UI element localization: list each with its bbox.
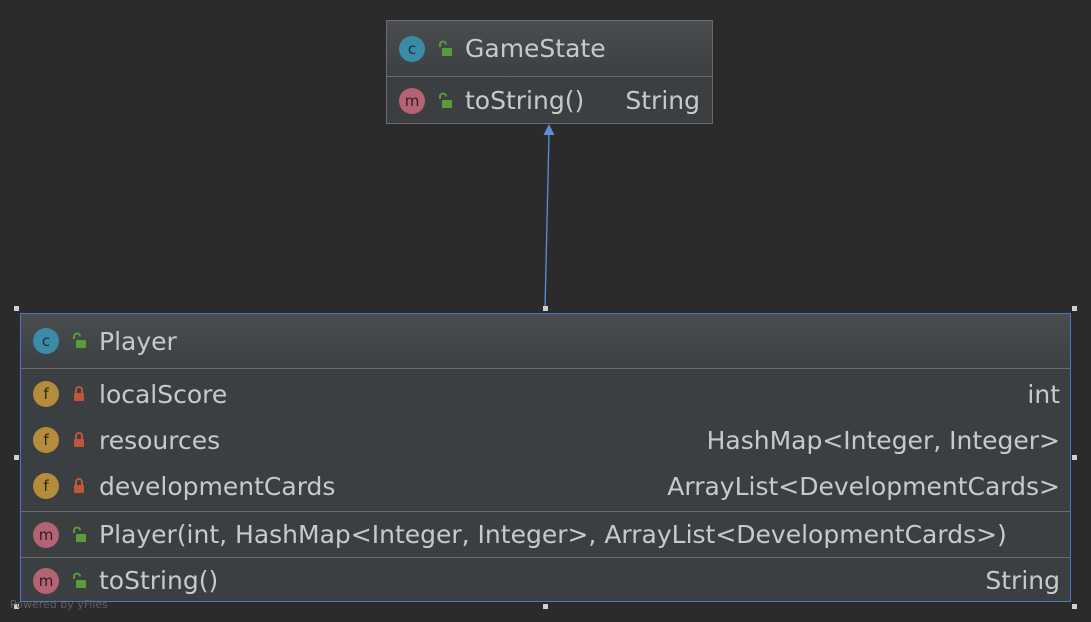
field-type: int: [1027, 379, 1060, 409]
class-icon: c: [399, 35, 425, 62]
public-lock-icon: [439, 92, 452, 108]
resize-handle-top-right[interactable]: [1072, 306, 1077, 311]
field-row-developmentcards[interactable]: f developmentCards ArrayList<Development…: [21, 463, 1070, 509]
method-name: toString(): [465, 86, 585, 115]
gamestate-class-node[interactable]: c GameState m toString() String: [386, 20, 713, 124]
player-header: c Player: [21, 314, 1070, 369]
constructor-row[interactable]: m Player(int, HashMap<Integer, Integer>,…: [21, 512, 1070, 557]
method-row[interactable]: m toString() String: [21, 558, 1070, 603]
gamestate-header: c GameState: [387, 21, 712, 77]
method-icon: m: [33, 567, 59, 594]
field-name: developmentCards: [99, 471, 336, 501]
player-methods: m toString() String: [21, 557, 1070, 603]
resize-handle-bottom-left[interactable]: [14, 604, 19, 609]
field-icon: f: [33, 473, 59, 499]
method-return-type: String: [625, 86, 700, 115]
public-lock-icon: [73, 526, 86, 542]
resize-handle-middle-right[interactable]: [1072, 455, 1077, 460]
public-lock-icon: [439, 40, 452, 56]
player-class-node[interactable]: c Player f localScore int f resources Ha…: [20, 313, 1071, 602]
public-lock-icon: [73, 572, 86, 588]
resize-handle-bottom-right[interactable]: [1072, 604, 1077, 609]
resize-handle-top-center[interactable]: [543, 306, 548, 311]
field-type: HashMap<Integer, Integer>: [706, 425, 1060, 455]
player-fields: f localScore int f resources HashMap<Int…: [21, 369, 1070, 511]
public-lock-icon: [73, 332, 86, 348]
player-constructors: m Player(int, HashMap<Integer, Integer>,…: [21, 511, 1070, 557]
resize-handle-top-left[interactable]: [14, 306, 19, 311]
private-lock-icon: [74, 432, 84, 447]
class-icon: c: [33, 328, 59, 354]
method-icon: m: [399, 87, 425, 114]
field-row-resources[interactable]: f resources HashMap<Integer, Integer>: [21, 417, 1070, 463]
field-icon: f: [33, 427, 59, 453]
method-row[interactable]: m toString() String: [387, 77, 712, 124]
field-type: ArrayList<DevelopmentCards>: [667, 471, 1060, 501]
method-icon: m: [33, 521, 59, 548]
resize-handle-bottom-center[interactable]: [543, 604, 548, 609]
method-name: toString(): [99, 566, 219, 595]
field-row-localscore[interactable]: f localScore int: [21, 371, 1070, 417]
private-lock-icon: [74, 386, 84, 401]
arrow-head-icon: [543, 124, 555, 135]
field-icon: f: [33, 381, 59, 407]
edge-line[interactable]: [544, 133, 550, 310]
class-name: GameState: [465, 34, 606, 63]
field-name: localScore: [99, 379, 228, 409]
private-lock-icon: [74, 478, 84, 493]
constructor-signature: Player(int, HashMap<Integer, Integer>, A…: [99, 520, 1007, 549]
gamestate-methods: m toString() String: [387, 77, 712, 124]
watermark: Powered by yFiles: [10, 598, 108, 611]
method-return-type: String: [985, 566, 1060, 595]
resize-handle-middle-left[interactable]: [14, 455, 19, 460]
class-name: Player: [99, 326, 177, 356]
field-name: resources: [99, 425, 221, 455]
